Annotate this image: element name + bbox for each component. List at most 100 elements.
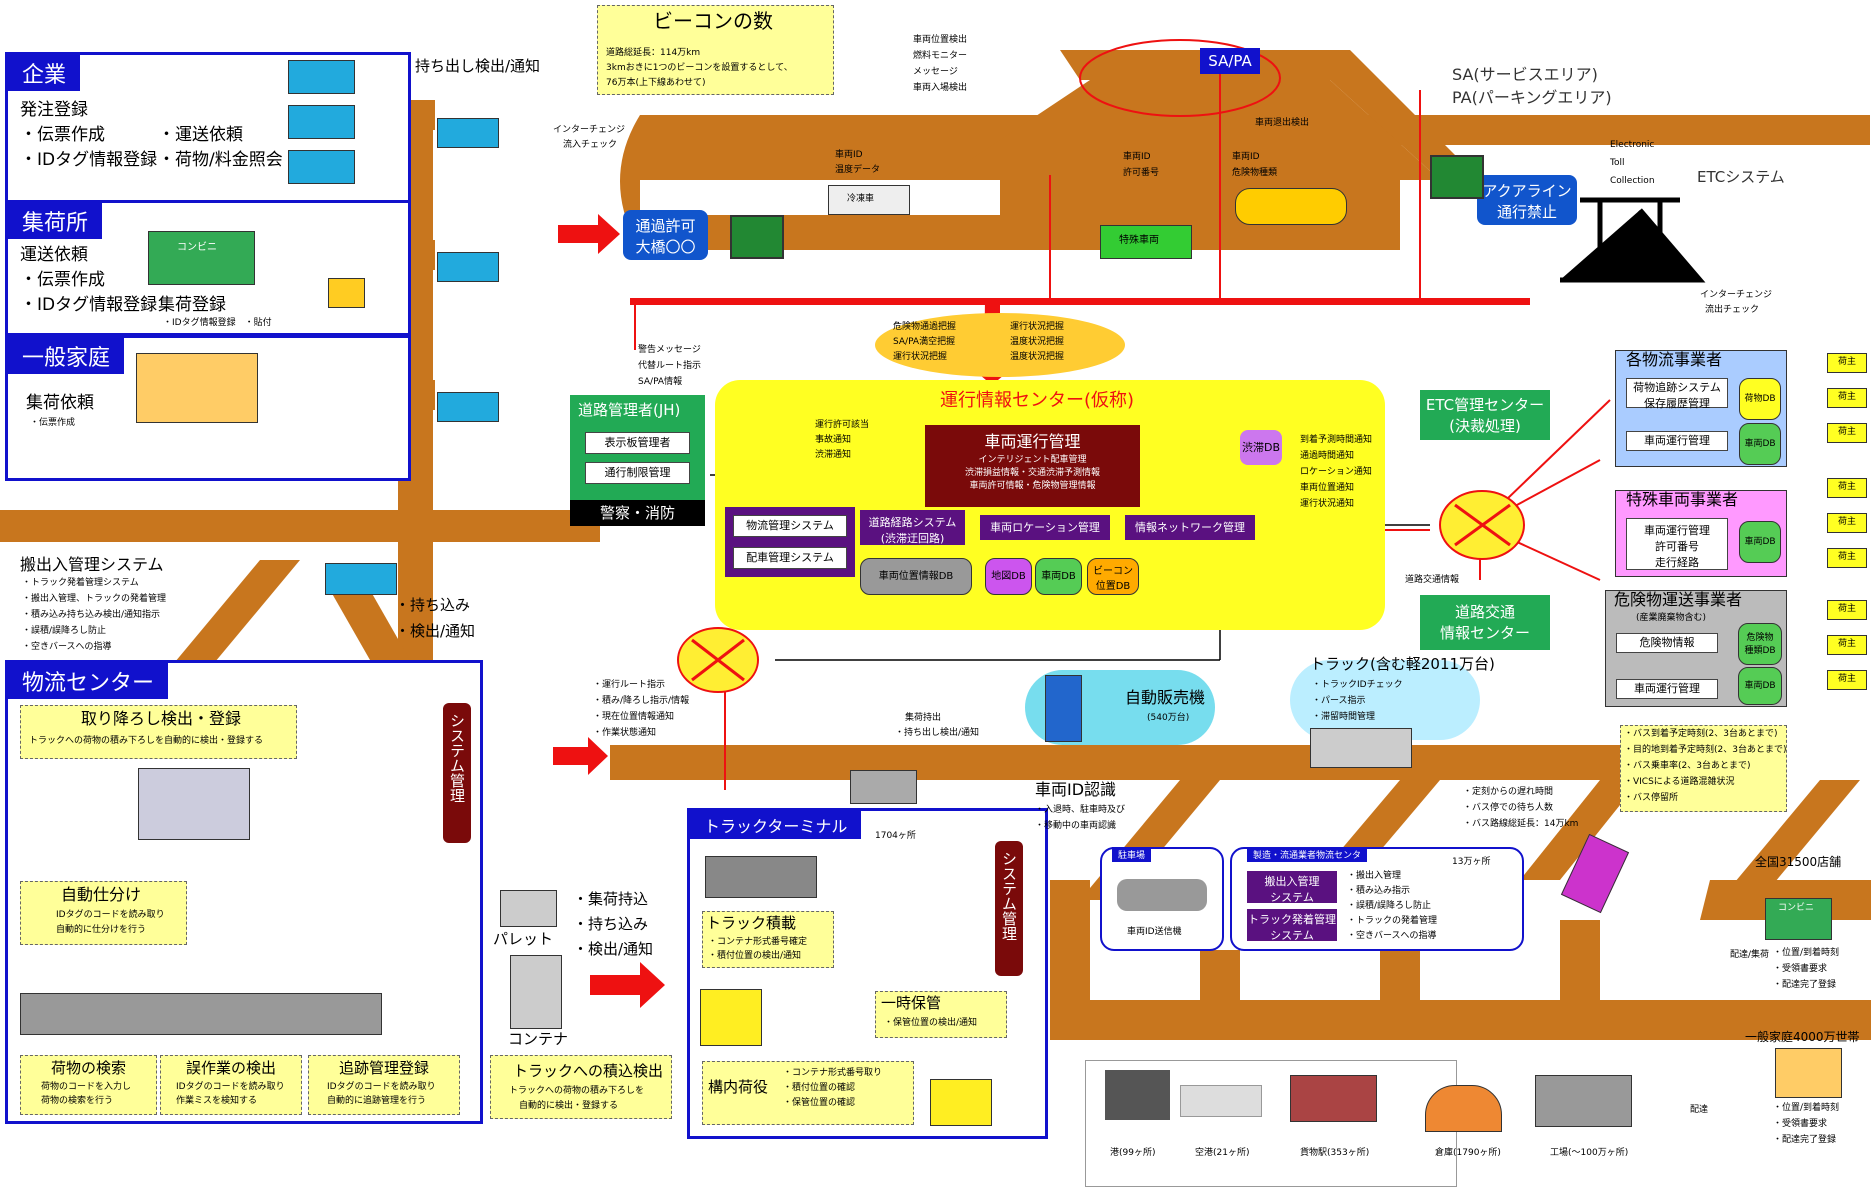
note-text: 車両ID	[1123, 152, 1151, 162]
bus-info: ・目的地到着予定時刻(2、3台あとまで)	[1624, 745, 1787, 755]
reefer-label: 冷凍車	[847, 194, 875, 204]
warn-text: 代替ルート指示	[638, 361, 702, 371]
stores-line: ・配達完了登録	[1773, 980, 1837, 990]
police-label: 警察・消防	[570, 500, 705, 526]
system-item: 配車管理システム	[733, 547, 847, 569]
vehicle-db: 車両DB	[1738, 667, 1782, 705]
home-line: ・受領書要求	[1773, 1119, 1828, 1129]
sort-title: 自動仕分け	[61, 885, 142, 904]
trucks-line: ・滞留時間管理	[1312, 712, 1376, 722]
error-title: 誤作業の検出	[186, 1059, 277, 1077]
unload-box: 取り降ろし検出・登録 トラックへの荷物の積み下ろしを自動的に検出・登録する	[20, 705, 297, 759]
container-label: コンテナ	[508, 1030, 569, 1048]
factory-icon	[1535, 1075, 1632, 1127]
aqualine-line: 通行禁止	[1496, 203, 1557, 221]
stores-line: ・位置/到着時刻	[1773, 948, 1840, 958]
road-admin-title: 道路管理者(JH)	[578, 401, 681, 419]
bus-info-box: ・バス到着予定時刻(2、3台あとまで) ・目的地到着予定時刻(2、3台あとまで)…	[1620, 725, 1787, 812]
company-text: ・伝票作成	[20, 125, 105, 145]
special-truck: 特殊車両	[1100, 225, 1192, 259]
parking-sub: 車両ID送信機	[1127, 927, 1182, 937]
note-text: インターチェンジ	[553, 125, 626, 135]
center-note: 到着予測時間通知	[1300, 435, 1373, 445]
logistics-center-panel: 物流センター 取り降ろし検出・登録 トラックへの荷物の積み下ろしを自動的に検出・…	[5, 660, 483, 1124]
operation-center-panel: 運行情報センター(仮称) 運行許可該当 事故通知 渋滞通知 車両運行管理 インテ…	[715, 380, 1385, 630]
road-info-line: 情報センター	[1439, 624, 1530, 642]
truck-icon	[288, 150, 355, 184]
shipper-tag: 荷主	[1827, 548, 1867, 568]
house-icon	[1775, 1048, 1842, 1098]
collection-reg: 集荷登録	[158, 295, 226, 315]
ship-icon	[1105, 1070, 1170, 1120]
ellipse-text: 運行状況把握	[893, 352, 948, 362]
ellipse-text: 温度状況把握	[1010, 337, 1065, 347]
truck-icon	[437, 252, 499, 282]
shipper-tag: 荷主	[1827, 670, 1867, 690]
collect-text: ・持ち出し検出/通知	[895, 728, 980, 738]
note-text: 危険物種類	[1232, 168, 1278, 178]
note-text: 車両ID	[835, 150, 863, 160]
system-mgmt-tower: システム管理	[995, 841, 1023, 976]
handling-sub: ・保管位置の確認	[783, 1098, 856, 1108]
route-system-line: 道路経路システム	[868, 516, 957, 529]
sapa-label: SA/PA	[1200, 48, 1260, 74]
bus-info: ・バス停留所	[1624, 793, 1679, 803]
logistics-center-title: 物流センター	[8, 663, 169, 699]
center-note: ロケーション通知	[1300, 467, 1372, 477]
facility-label: 港(99ヶ所)	[1110, 1148, 1156, 1158]
hazard-db: 危険物種類DB	[1738, 623, 1782, 665]
operator-title: 危険物運送事業者	[1614, 590, 1743, 609]
center-note: 車両位置通知	[1300, 483, 1355, 493]
bus-line: ・バス停での待ち人数	[1463, 803, 1554, 813]
pallet-icon	[500, 890, 557, 927]
search-title: 荷物の検索	[51, 1059, 127, 1077]
operator-panel-special: 特殊車両事業者 車両運行管理許可番号走行経路 車両DB	[1615, 490, 1787, 577]
loading-sub: ・積付位置の検出/通知	[708, 951, 802, 961]
mgmt-sub: インテリジェント配車管理	[978, 455, 1087, 465]
map-db: 地図DB	[985, 558, 1032, 595]
shipper-title: 製造・流通業者物流センタ	[1247, 847, 1368, 862]
vending-title: 自動販売機	[1125, 688, 1206, 707]
home-title: 一般家庭4000万世帯	[1745, 1030, 1860, 1044]
operator-item-line: 車両運行管理	[1644, 524, 1710, 537]
shipper-tag: 荷主	[1827, 600, 1867, 620]
collection-reg-sub: ・IDタグ情報登録 ・貼付	[163, 318, 272, 328]
facility-label: 倉庫(1790ヶ所)	[1435, 1148, 1501, 1158]
stores-line: ・受領書要求	[1773, 964, 1828, 974]
carry-system-title: 搬出入管理システム	[20, 555, 164, 574]
vehicle-db: 車両DB	[1739, 521, 1781, 563]
congestion-db: 渋滞DB	[1240, 430, 1282, 465]
airplane-icon	[1180, 1085, 1262, 1117]
center-note: 渋滞通知	[815, 450, 852, 460]
vehicle-id-line: ・入退時、駐車時及び	[1035, 805, 1126, 815]
collection-panel: 集荷所 運送依頼 ・伝票作成 ・IDタグ情報登録 コンビニ 集荷登録 ・IDタグ…	[5, 200, 411, 336]
home-deliv: 配達	[1690, 1105, 1709, 1115]
cargo-db: 荷物DB	[1739, 378, 1781, 420]
tracking-sub: 自動的に追跡管理を行う	[327, 1096, 427, 1106]
system-mgmt-tower: システム管理	[443, 703, 471, 843]
beacon-panel-icon	[1430, 155, 1484, 199]
system-mgmt-label: システム管理	[1000, 851, 1018, 941]
hazard-db-line: 危険物	[1746, 633, 1774, 643]
sapa-desc: SA(サービスエリア)	[1452, 65, 1598, 84]
handling-box: 構内荷役 ・コンテナ形式番号取り ・積付位置の確認 ・保管位置の確認	[702, 1061, 914, 1125]
route-note: ・積み/降ろし指示/情報	[593, 696, 690, 706]
beacon-db-line: ビーコン	[1093, 566, 1133, 577]
stores-deliv: 配達/集荷	[1730, 950, 1770, 960]
note-text: 燃料モニター	[913, 51, 968, 61]
note-text: メッセージ	[913, 67, 958, 77]
load-sub: トラックへの荷物の積み下ろしを	[509, 1086, 645, 1096]
road-segment	[160, 560, 300, 680]
shipper-line: ・誤積/誤降ろし防止	[1347, 901, 1432, 911]
road-admin-panel: 道路管理者(JH) 表示板管理者 通行制限管理	[570, 395, 705, 500]
road-info-center: 道路交通 情報センター	[1420, 595, 1550, 650]
center-title: 運行情報センター(仮称)	[940, 390, 1135, 411]
loading-title: トラック積載	[706, 914, 797, 932]
operator-item: 車両運行管理許可番号走行経路	[1626, 518, 1728, 570]
hazard-db-line: 種類DB	[1744, 646, 1776, 656]
road-segment	[940, 80, 1440, 180]
carry-system-line: ・空きバースへの指導	[22, 642, 112, 652]
handling-sub: ・積付位置の確認	[783, 1083, 856, 1093]
parking-panel: 駐車場 車両ID送信機	[1100, 847, 1224, 951]
